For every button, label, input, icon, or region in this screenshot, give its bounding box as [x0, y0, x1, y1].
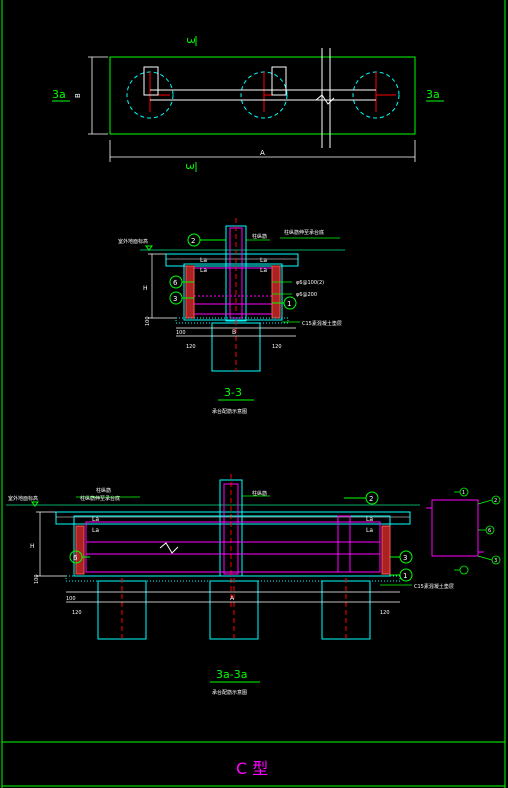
drawing-type-title: C 型 [236, 759, 268, 778]
callout-2: 2 [369, 495, 373, 503]
dim-h: H [143, 285, 148, 292]
column-rebar-note: 柱纵筋 [96, 487, 111, 494]
section-subtitle-3a-3a: 承台配筋示意图 [212, 689, 247, 696]
section-title-3a-3a: 3a-3a [216, 668, 247, 681]
cushion-note: C15素混凝土垫层 [302, 320, 342, 327]
la-label-4: La [366, 527, 373, 534]
la-label-2: La [200, 267, 207, 274]
stirrup-callout-6: 6 [488, 528, 491, 534]
column-note: 柱纵筋 [252, 490, 267, 497]
dim-100-vertical: 100 [145, 316, 151, 326]
anchor-note: 柱纵筋伸至承台底 [80, 495, 120, 502]
anchor-note: 柱纵筋伸至承台底 [284, 229, 324, 236]
dim-width-label: A [260, 149, 265, 157]
la-label-4: La [260, 267, 267, 274]
column-rebar-note: 柱纵筋 [252, 233, 267, 240]
ground-level-note: 室外地面标高 [118, 238, 148, 245]
stirrup-detail: 1 2 3 6 [426, 487, 501, 575]
cushion-note: C15素混凝土垫层 [414, 583, 454, 590]
plan-view: B A 3 3 3a 3a [52, 36, 444, 172]
callout-6: 6 [73, 554, 78, 562]
dim-120-right: 120 [380, 610, 390, 616]
callout-2: 2 [191, 237, 195, 245]
callout-3: 3 [403, 554, 407, 562]
callout-1: 1 [287, 300, 291, 308]
dim-120-left: 120 [186, 344, 196, 350]
dim-100-horizontal: 100 [176, 330, 186, 336]
callout-6: 6 [173, 279, 178, 287]
callout-1: 1 [403, 572, 407, 580]
section-label-left: 3a [52, 88, 66, 101]
dim-120-right: 120 [272, 344, 282, 350]
la-label-1: La [92, 516, 99, 523]
stirrup-note-1: φ6@100(2) [296, 280, 324, 286]
section-mark-top: 3 [184, 37, 197, 44]
stirrup-callout-3: 3 [494, 558, 497, 564]
dim-height-label: B [74, 93, 82, 98]
dim-h: H [30, 543, 35, 550]
section-subtitle-3-3: 承台配筋示意图 [212, 408, 247, 415]
pile-cap-outline [109, 56, 416, 135]
section-3-3: 2 6 3 1 室外地面标高 柱纵筋 柱纵筋伸至承台底 φ6@100(2) φ6… [118, 218, 345, 415]
callout-3: 3 [173, 295, 177, 303]
section-label-right: 3a [426, 88, 440, 101]
la-label-3: La [366, 516, 373, 523]
dim-a: A [230, 595, 235, 602]
la-label-3: La [260, 257, 267, 264]
la-label-2: La [92, 527, 99, 534]
stirrup-callout-1: 1 [462, 490, 465, 496]
la-label-1: La [200, 257, 207, 264]
dim-100-vertical: 100 [34, 574, 40, 584]
stirrup-note-2: φ6@200 [296, 292, 317, 298]
ground-level-note: 室外地面标高 [8, 495, 38, 502]
section-title-3-3: 3-3 [224, 386, 242, 399]
section-3a-3a: 2 6 3 1 室外地面标高 柱纵筋 柱纵筋伸至承台底 柱纵筋 C15素混凝土垫… [6, 474, 454, 696]
dim-120-left: 120 [72, 610, 82, 616]
section-mark-bottom: 3 [183, 163, 196, 170]
stirrup-callout-2: 2 [494, 498, 497, 504]
dim-100-horizontal: 100 [66, 596, 76, 602]
dim-b: B [232, 329, 236, 336]
